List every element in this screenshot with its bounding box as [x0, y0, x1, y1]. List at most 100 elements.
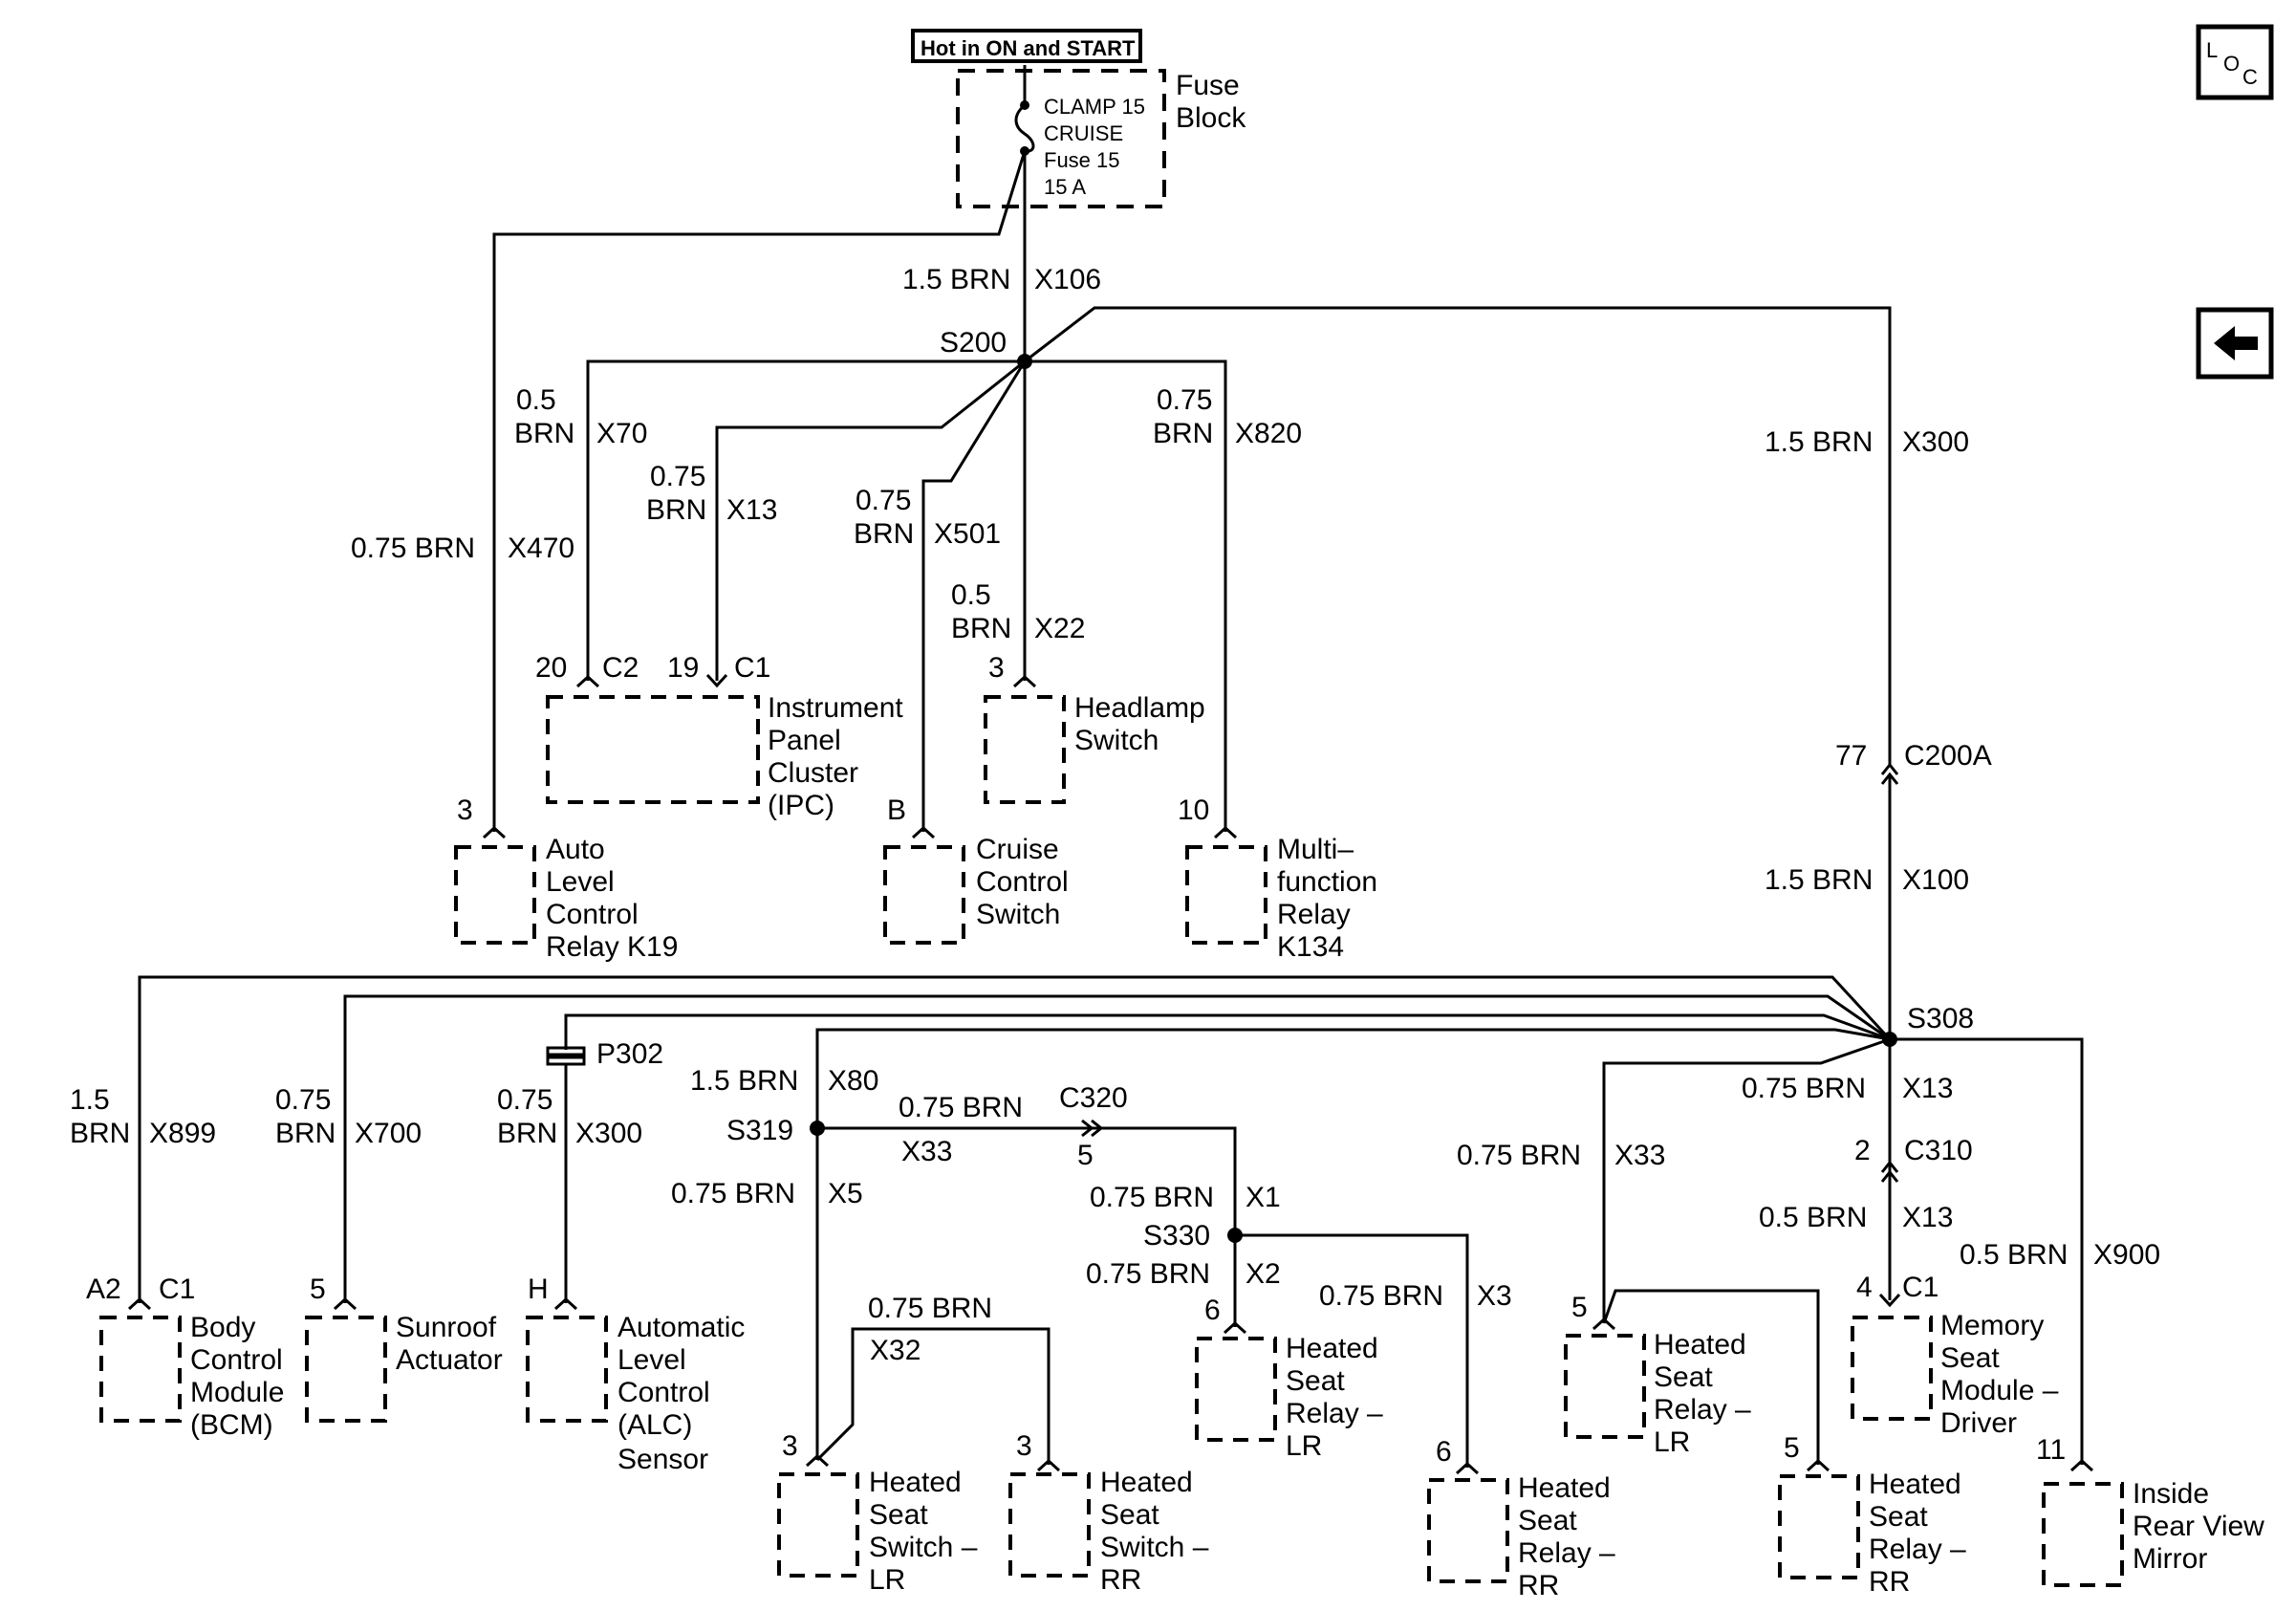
wire-x3 — [1235, 1233, 1469, 1468]
headlamp-switch-pin: 3 — [988, 652, 1005, 684]
wire-x300-size: 1.5 BRN — [1765, 426, 1873, 458]
pin-terminal-icon — [333, 1296, 357, 1311]
ipc-pin-19: 19 — [667, 652, 699, 684]
loc-letter-l: L — [2206, 38, 2218, 62]
pin-terminal-icon — [1455, 1461, 1480, 1475]
pin-terminal-icon — [1036, 1458, 1061, 1472]
wire-x2-circuit: X2 — [1245, 1258, 1281, 1290]
pin-terminal-icon — [1806, 1458, 1830, 1472]
wire-x13-ipc-circuit: X13 — [726, 494, 777, 526]
wire-x2-size: 0.75 BRN — [1086, 1258, 1210, 1290]
pin-terminal-icon — [1878, 1293, 1901, 1308]
loc-letter-c: C — [2242, 65, 2258, 89]
power-source-label: Hot in ON and START — [921, 36, 1136, 60]
wire-x899-circuit: X899 — [149, 1118, 216, 1149]
loc-button[interactable]: L O C — [2196, 24, 2274, 100]
alc-relay-box — [454, 845, 536, 945]
multifunction-relay-pin: 10 — [1178, 795, 1209, 826]
ipc-conn-c2: C2 — [602, 652, 639, 684]
wire-x106-size: 1.5 BRN — [902, 264, 1010, 295]
heated-seat-relay-lr-pin: 6 — [1204, 1295, 1221, 1326]
c320-pin: 5 — [1077, 1140, 1094, 1171]
wire-x100-circuit: X100 — [1902, 864, 1969, 896]
pin-terminal-icon — [911, 825, 936, 839]
ipc-pin-20: 20 — [535, 652, 567, 684]
splice-s330 — [1227, 1228, 1243, 1243]
pin-terminal-icon — [1592, 1317, 1616, 1331]
heated-seat-switch-lr-pin: 3 — [782, 1430, 798, 1462]
ipc-conn-c1: C1 — [734, 652, 770, 684]
wire-x820 — [1025, 359, 1227, 832]
pin-terminal-icon — [705, 673, 728, 688]
wire-x700-circuit: X700 — [355, 1118, 422, 1149]
cruise-switch-box — [883, 845, 965, 945]
wire-x300-circuit: X300 — [1902, 426, 1969, 458]
wire-x32-circuit: X32 — [870, 1335, 921, 1366]
pin-terminal-icon — [575, 674, 600, 688]
wire-x100-size: 1.5 BRN — [1765, 864, 1873, 896]
wire-x501-circuit: X501 — [934, 518, 1001, 550]
splice-s319 — [810, 1121, 825, 1136]
back-button[interactable] — [2196, 307, 2274, 380]
pin-terminal-icon — [805, 1453, 830, 1468]
memory-seat-module-pin: 4 — [1856, 1272, 1873, 1303]
c310-connector-icon — [1880, 1160, 1899, 1183]
alc-sensor-box — [526, 1316, 608, 1423]
wire-x22-circuit: X22 — [1034, 613, 1085, 644]
cruise-switch-pin: B — [887, 795, 906, 826]
wire-x32 — [815, 1327, 1051, 1465]
wire-x5-size: 0.75 BRN — [671, 1178, 795, 1209]
wire-x5-circuit: X5 — [828, 1178, 863, 1209]
wire-x13-memory-size: 0.5 BRN — [1759, 1202, 1867, 1233]
bcm-pin: A2 — [86, 1274, 121, 1305]
wire-x900-size: 0.5 BRN — [1960, 1239, 2068, 1271]
wire-x300-alc-circuit: X300 — [575, 1118, 642, 1149]
left-arrow-icon — [2214, 326, 2258, 360]
wire-x70-circuit: X70 — [596, 418, 647, 449]
wire-x300-alc — [564, 1013, 1891, 1050]
wire-x470 — [492, 150, 1027, 832]
wire-x3-size: 0.75 BRN — [1319, 1280, 1443, 1312]
wire-x1-size: 0.75 BRN — [1090, 1182, 1214, 1213]
wire-x13-memory-circuit: X13 — [1902, 1202, 1953, 1233]
pin-terminal-icon — [553, 1296, 578, 1311]
memory-seat-module-box — [1851, 1316, 1933, 1421]
c200a-pin: 77 — [1835, 740, 1867, 772]
bcm-box — [99, 1316, 182, 1423]
wire-x13-s308-size: 0.75 BRN — [1742, 1073, 1866, 1104]
pin-terminal-icon — [1213, 825, 1238, 839]
wire-x33-c320 — [817, 1126, 1237, 1235]
alc-relay-pin: 3 — [457, 795, 473, 826]
splice-s319-label: S319 — [726, 1115, 793, 1146]
pin-terminal-icon — [127, 1296, 152, 1311]
wire-x13-s308-circuit: X13 — [1902, 1073, 1953, 1104]
pin-terminal-icon — [1223, 1320, 1247, 1335]
p302-connector-icon — [546, 1046, 586, 1066]
wire-x3-circuit: X3 — [1477, 1280, 1512, 1312]
wire-x32-size: 0.75 BRN — [868, 1293, 992, 1324]
wire-x106-circuit: X106 — [1034, 264, 1101, 295]
wire-x900 — [1890, 1037, 2084, 1465]
wire-x700 — [343, 994, 1891, 1303]
wire-x13-ipc — [715, 359, 1026, 681]
